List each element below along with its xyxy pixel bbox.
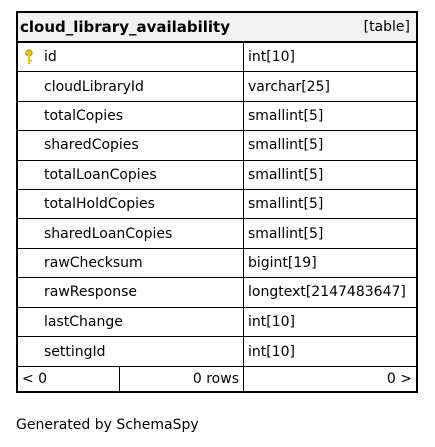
column-row: lastChange int[10] (18, 307, 416, 337)
column-row: totalLoanCopies smallint[5] (18, 160, 416, 190)
column-name-cell: sharedLoanCopies (18, 219, 244, 248)
table-type-label: [table] (363, 19, 410, 35)
table-box: cloud_library_availability [table] id int… (16, 11, 418, 394)
column-row: settingId int[10] (18, 336, 416, 367)
key-icon (25, 49, 33, 65)
child-count: 0 > (386, 371, 412, 388)
column-row: rawChecksum bigint[19] (18, 248, 416, 279)
column-type: int[10] (248, 343, 295, 360)
column-name-cell: sharedCopies (18, 131, 244, 160)
column-type: smallint[5] (248, 196, 324, 213)
column-type: int[10] (248, 313, 295, 330)
table-header: cloud_library_availability [table] (18, 13, 416, 43)
table-footer: < 0 0 rows 0 > (18, 366, 416, 392)
column-type: bigint[19] (248, 254, 317, 271)
column-type: smallint[5] (248, 166, 324, 183)
column-name[interactable]: sharedCopies (44, 137, 139, 154)
column-name[interactable]: totalCopies (44, 107, 124, 124)
column-type: varchar[25] (248, 78, 330, 95)
table-name[interactable]: cloud_library_availability (20, 18, 231, 36)
row-count: 0 rows (120, 367, 244, 392)
column-name-cell: cloudLibraryId (18, 72, 244, 101)
column-type: smallint[5] (248, 225, 324, 242)
column-row: totalCopies smallint[5] (18, 101, 416, 132)
column-name[interactable]: rawChecksum (44, 254, 143, 271)
column-row: totalHoldCopies smallint[5] (18, 189, 416, 220)
column-name[interactable]: totalLoanCopies (44, 166, 157, 183)
column-name[interactable]: id (44, 49, 57, 66)
generated-by-note: Generated by SchemaSpy (16, 417, 199, 433)
column-name-cell: totalLoanCopies (18, 160, 244, 189)
column-name[interactable]: cloudLibraryId (44, 78, 144, 95)
column-list: id int[10] cloudLibraryId varchar[25] totalC… (18, 43, 416, 367)
column-row: sharedLoanCopies smallint[5] (18, 219, 416, 249)
column-name-cell: id (18, 43, 244, 72)
column-name-cell: totalHoldCopies (18, 189, 244, 219)
column-type: smallint[5] (248, 107, 324, 124)
column-name-cell: rawResponse (18, 278, 244, 307)
column-row: id int[10] (18, 43, 416, 73)
column-name[interactable]: settingId (44, 343, 106, 360)
column-type: longtext[2147483647] (248, 284, 406, 301)
column-name-cell: lastChange (18, 307, 244, 336)
column-row: rawResponse longtext[2147483647] (18, 278, 416, 308)
column-type: smallint[5] (248, 137, 324, 154)
column-name-cell: rawChecksum (18, 248, 244, 278)
column-name-cell: totalCopies (18, 101, 244, 131)
column-name[interactable]: totalHoldCopies (44, 196, 155, 213)
parent-count: < 0 (18, 367, 120, 392)
column-row: cloudLibraryId varchar[25] (18, 72, 416, 102)
column-row: sharedCopies smallint[5] (18, 131, 416, 161)
column-name[interactable]: lastChange (44, 313, 123, 330)
column-name[interactable]: rawResponse (44, 284, 138, 301)
column-name-cell: settingId (18, 336, 244, 367)
column-name[interactable]: sharedLoanCopies (44, 225, 173, 242)
column-type: int[10] (248, 49, 295, 66)
key-slot (24, 49, 44, 65)
